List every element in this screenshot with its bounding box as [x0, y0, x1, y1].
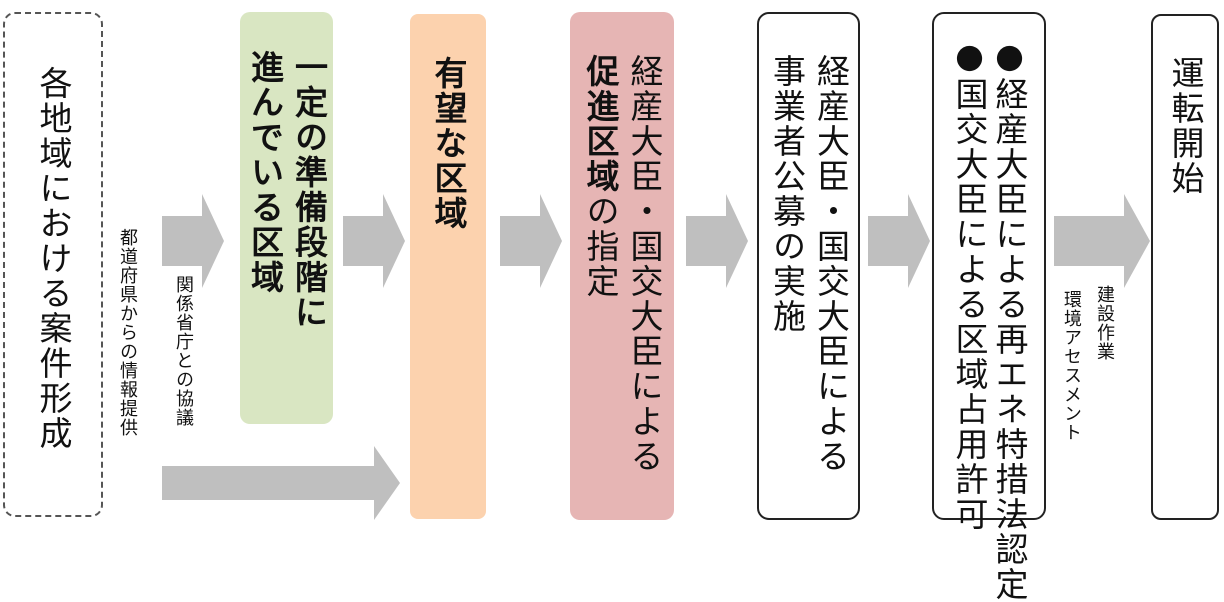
note-assessment: 環境アセスメント	[1061, 290, 1082, 442]
step-operator-line1: 経産大臣・国交大臣による	[811, 54, 851, 474]
step-operator-recruitment: 経産大臣・国交大臣による事業者公募の実施	[757, 12, 860, 520]
step-preparing-area: 一定の準備段階に進んでいる区域	[240, 12, 333, 424]
step-operation-start: 運転開始	[1151, 14, 1219, 520]
step-promotion-suffix: の指定	[581, 194, 620, 299]
arrow-3	[500, 194, 562, 288]
step-preparing-area-line2: 進んでいる区域	[245, 50, 285, 295]
arrow-bottom-long	[162, 446, 400, 520]
note-construction: 建設作業	[1094, 285, 1115, 361]
step-case-formation-label: 各地域における案件形成	[34, 66, 73, 451]
step-certification-line1: ●経産大臣による再エネ特措法認定	[990, 36, 1029, 602]
arrow-1	[162, 194, 224, 288]
step-promising-area-label: 有望な区域	[429, 56, 468, 231]
arrow-5	[868, 194, 930, 288]
note-prefecture-info: 都道府県からの情報提供	[117, 228, 138, 437]
note-ministry-consultation: 関係省庁との協議	[173, 275, 194, 427]
step-certification-line2: ●国交大臣による区域占用許可	[950, 36, 989, 532]
step-promotion-area-designation: 経産大臣・国交大臣による促進区域の指定	[570, 12, 674, 520]
step-promising-area: 有望な区域	[410, 14, 486, 519]
arrow-4	[686, 194, 748, 288]
step-preparing-area-line1: 一定の準備段階に	[289, 50, 329, 330]
arrow-6	[1054, 194, 1150, 288]
step-case-formation: 各地域における案件形成	[3, 12, 103, 517]
step-promotion-bold: 促進区域	[581, 54, 620, 194]
step-operator-line2: 事業者公募の実施	[767, 54, 807, 334]
arrow-2	[343, 194, 405, 288]
step-operation-start-label: 運転開始	[1166, 56, 1205, 196]
step-promotion-line1: 経産大臣・国交大臣による	[625, 54, 664, 474]
step-certification-permit: ●経産大臣による再エネ特措法認定●国交大臣による区域占用許可	[932, 12, 1046, 602]
